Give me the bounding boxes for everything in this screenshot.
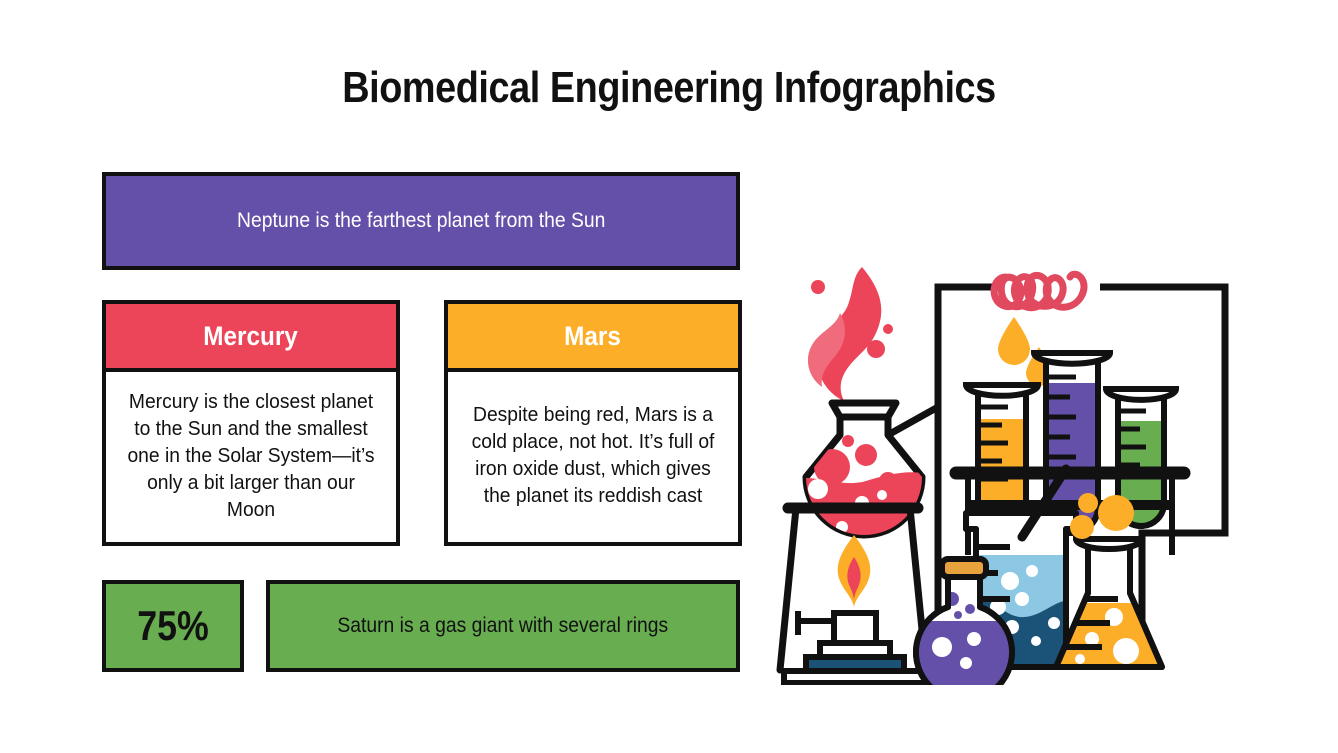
- card-mercury[interactable]: Mercury Mercury is the closest planet to…: [102, 300, 400, 546]
- stat-percentage-badge[interactable]: 75%: [102, 580, 244, 672]
- frame-right-path: [1100, 283, 1229, 670]
- card-mars-title: Mars: [564, 320, 622, 351]
- saturn-banner[interactable]: Saturn is a gas giant with several rings: [266, 580, 740, 672]
- card-mercury-title: Mercury: [203, 320, 299, 351]
- cork-stopper: [939, 556, 989, 580]
- frame-left-path: [934, 283, 1002, 670]
- stat-percentage-value: 75%: [137, 602, 209, 649]
- corked-flask-purple: [913, 556, 1015, 685]
- card-mars-text: Despite being red, Mars is a cold place,…: [471, 403, 715, 507]
- card-mars-body: Despite being red, Mars is a cold place,…: [444, 372, 742, 546]
- saturn-banner-text: Saturn is a gas giant with several rings: [337, 614, 669, 637]
- erlenmeyer-flask-orange: [1053, 493, 1165, 670]
- card-mercury-text: Mercury is the closest planet to the Sun…: [127, 389, 375, 521]
- neptune-banner[interactable]: Neptune is the farthest planet from the …: [102, 172, 740, 270]
- orange-bubbles: [1070, 493, 1134, 539]
- card-mars[interactable]: Mars Despite being red, Mars is a cold p…: [444, 300, 742, 546]
- bunsen-burner: [781, 535, 929, 685]
- page-title: Biomedical Engineering Infographics: [342, 63, 996, 112]
- round-bottom-flask-with-pink-liquid: [802, 399, 940, 539]
- pink-flame: [807, 267, 893, 401]
- card-mars-header: Mars: [444, 300, 742, 372]
- chemistry-lab-illustration: [770, 255, 1290, 685]
- card-mercury-header: Mercury: [102, 300, 400, 372]
- stirring-rod: [1017, 464, 1071, 542]
- neptune-banner-text: Neptune is the farthest planet from the …: [236, 209, 606, 232]
- card-mercury-body: Mercury is the closest planet to the Sun…: [102, 372, 400, 546]
- coil-condenser-spiral: [990, 270, 1088, 312]
